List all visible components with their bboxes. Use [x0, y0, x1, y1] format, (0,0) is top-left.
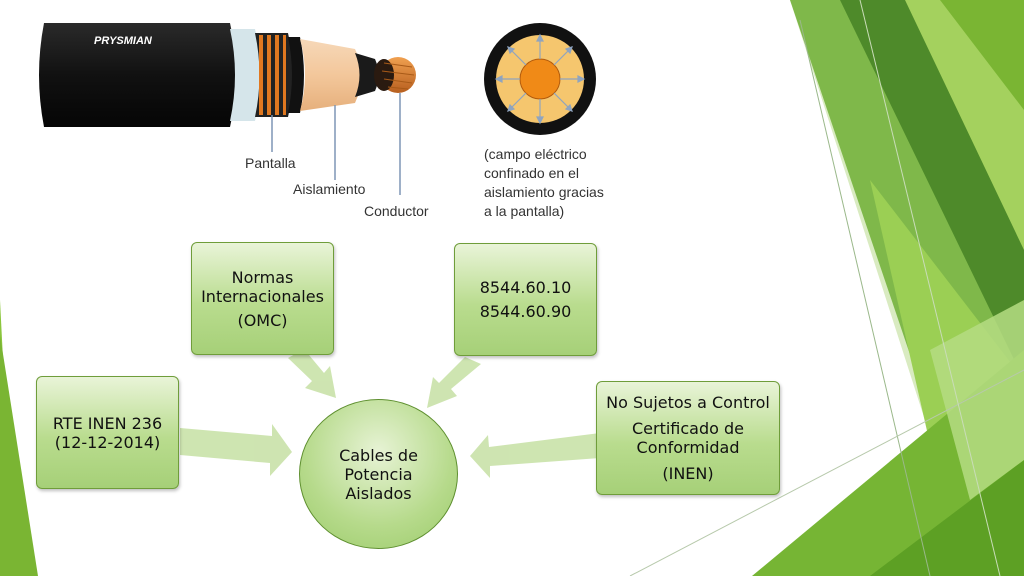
arrow-from-control: [470, 433, 600, 478]
normas-internacionales-box: Normas Internacionales (OMC): [191, 242, 334, 355]
normas-line: Internacionales: [201, 286, 324, 306]
arrow-from-codes: [427, 357, 481, 408]
tariff-codes-box: 8544.60.10 8544.60.90: [454, 243, 597, 356]
label-pantalla: Pantalla: [245, 155, 296, 171]
rte-line: RTE INEN 236: [52, 413, 163, 433]
field-note-line: (campo eléctrico: [484, 146, 587, 162]
rte-line: (12-12-2014): [54, 432, 161, 452]
tariff-code: 8544.60.10: [479, 278, 572, 297]
tariff-code: 8544.60.90: [479, 302, 572, 321]
label-conductor: Conductor: [364, 203, 429, 219]
brand-logo: PRYSMIAN: [94, 35, 153, 47]
normas-line: (OMC): [237, 310, 288, 330]
rte-inen-box: RTE INEN 236 (12-12-2014): [36, 376, 179, 489]
center-line: Potencia: [344, 464, 413, 484]
field-note-line: confinado en el: [484, 165, 579, 181]
leader-lines: [271, 135, 401, 195]
normas-line: Normas: [231, 267, 294, 287]
label-aislamiento: Aislamiento: [293, 181, 366, 197]
electric-field-diagram: [484, 23, 596, 135]
center-node-cables: Cables de Potencia Aislados: [299, 399, 458, 549]
control-box: No Sujetos a Control Certificado de Conf…: [596, 381, 780, 495]
arrow-from-rte: [180, 424, 292, 476]
field-note: (campo eléctrico confinado en el aislami…: [484, 145, 604, 221]
control-line: No Sujetos a Control: [606, 393, 770, 412]
arrow-from-normas: [288, 349, 336, 398]
center-line: Aislados: [345, 483, 412, 503]
field-note-line: a la pantalla): [484, 203, 565, 219]
control-line: Certificado de: [631, 419, 745, 438]
control-line: Conformidad: [636, 438, 740, 457]
control-line: (INEN): [662, 464, 714, 483]
center-line: Cables de: [339, 445, 418, 465]
cable-illustration: PRYSMIAN: [39, 23, 416, 140]
field-note-line: aislamiento gracias: [484, 184, 604, 200]
